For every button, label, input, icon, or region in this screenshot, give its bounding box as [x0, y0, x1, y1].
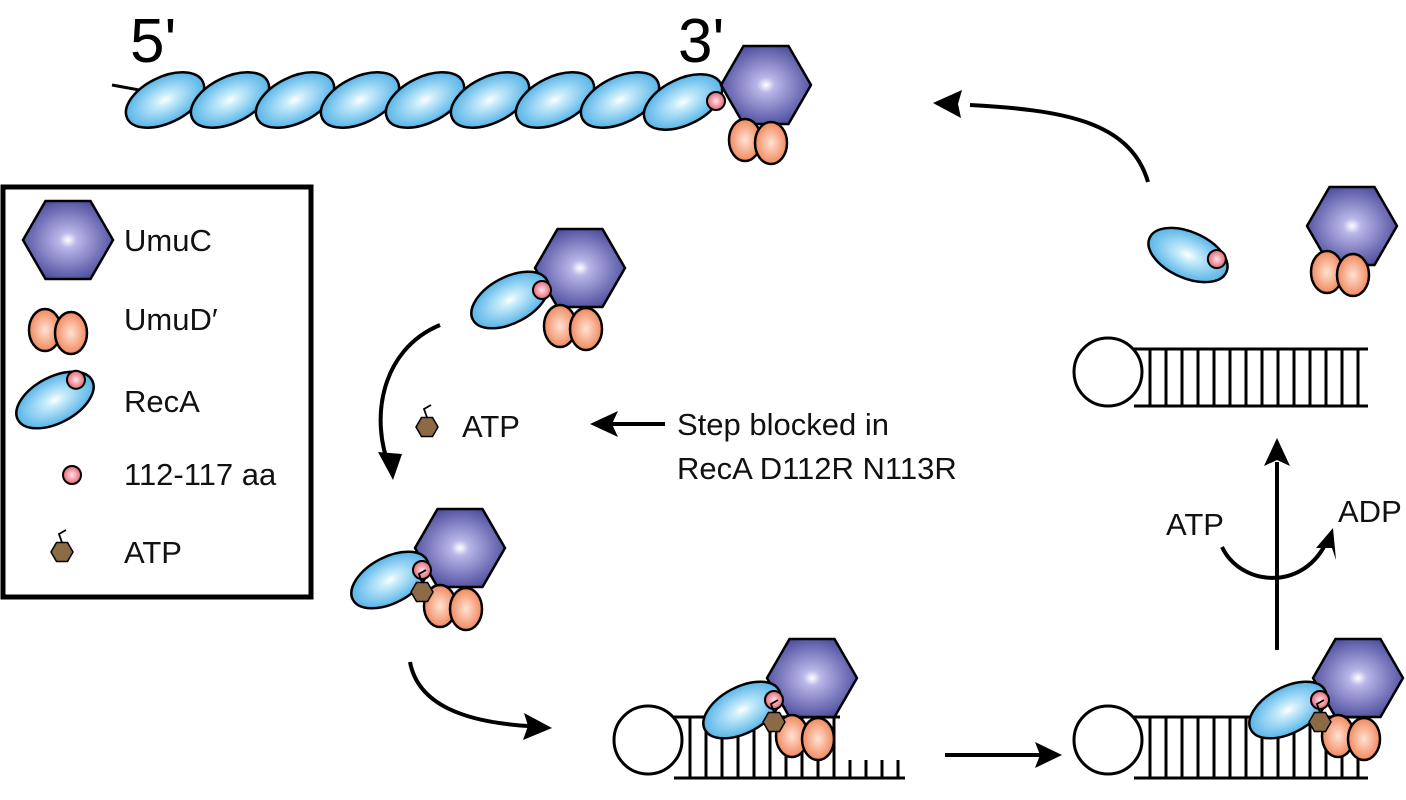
three-prime-label: 3': [678, 7, 724, 76]
hairpin-dna-released: [1072, 336, 1368, 408]
return-arrow: [969, 103, 1150, 183]
reca-umu-complex: [462, 229, 625, 350]
legend-label-residue: 112-117 aa: [124, 457, 277, 492]
hairpin-loop-full: [1072, 704, 1144, 776]
legend-label-reca: RecA: [124, 384, 200, 419]
blocked-step-line2: RecA D112R N113R: [677, 451, 957, 486]
reca-umu-atp-complex: [342, 509, 505, 630]
released-umud: [1309, 249, 1371, 298]
legend-label-atp: ATP: [124, 535, 182, 570]
legend: UmuC UmuD′ RecA 112-117 aa ATP: [0, 184, 314, 600]
hydrolysis-arc-head: [1316, 528, 1336, 560]
blocked-step-line1: Step blocked in: [677, 407, 889, 442]
curved-arrow-down: [378, 323, 441, 469]
curved-arrow-right: [408, 661, 529, 728]
curved-arrow-down-head: [378, 452, 402, 480]
hairpin-dna-partial: [612, 704, 905, 780]
reca-filament: [111, 44, 813, 166]
return-arrow-head: [933, 90, 962, 118]
filament-residue: [706, 91, 726, 111]
filament-umuc: [719, 44, 813, 126]
atp-step-label: ATP: [462, 409, 520, 444]
complex-on-full-dna: [1240, 639, 1403, 760]
hydrolysis-arc: [1220, 544, 1327, 580]
five-prime-label: 5': [130, 7, 176, 76]
legend-label-umuc: UmuC: [124, 223, 212, 258]
filament-umud: [727, 117, 789, 166]
hydrolysis-adp-label: ADP: [1338, 494, 1402, 529]
legend-label-umud: UmuD′: [124, 302, 218, 337]
residue-dot-icon: [62, 465, 82, 485]
hydrolysis-atp-label: ATP: [1166, 507, 1224, 542]
straight-arrow-right-head: [1035, 742, 1062, 768]
hairpin-released-strands: [1134, 347, 1368, 408]
vertical-arrow-up-head: [1264, 438, 1290, 466]
blocked-step-arrow-head: [590, 411, 618, 437]
complex-on-dna: [694, 639, 857, 760]
atp-molecule-icon: [415, 404, 439, 438]
hairpin-loop-released: [1072, 336, 1144, 408]
released-reca: [1140, 217, 1235, 293]
umud-dimer-icon: [27, 307, 89, 356]
hairpin-loop: [612, 704, 684, 776]
hairpin-overhang: [848, 760, 900, 778]
curved-arrow-right-head: [523, 713, 552, 740]
hairpin-released-base-pairs: [1148, 349, 1360, 406]
